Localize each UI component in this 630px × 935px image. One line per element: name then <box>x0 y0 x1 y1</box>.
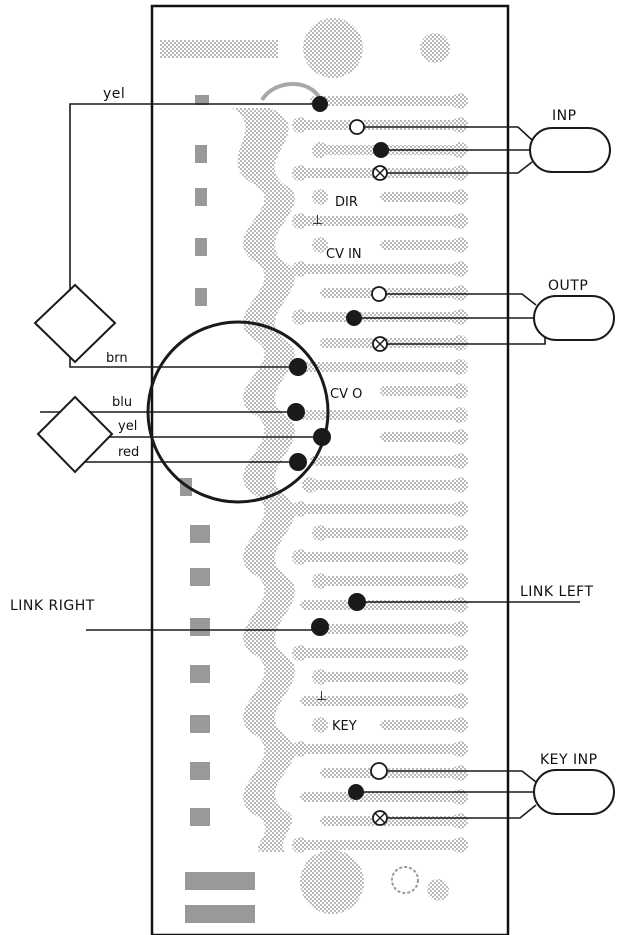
pad-outp-3 <box>372 336 388 352</box>
label-link-right: LINK RIGHT <box>10 598 95 614</box>
pad-outp-1 <box>371 286 387 302</box>
label-brn: brn <box>106 351 128 366</box>
pad-blu <box>287 403 305 421</box>
label-blu: blu <box>112 395 132 410</box>
pad-inp-3 <box>372 165 388 181</box>
label-inp: INP <box>552 108 577 124</box>
label-key-inp: KEY INP <box>540 752 598 768</box>
label-outp: OUTP <box>548 278 588 294</box>
pot-diamond-top <box>33 283 117 364</box>
pad-key-inp-1 <box>370 762 388 780</box>
pad-brn <box>289 358 307 376</box>
ground-symbol-dir: ⊥ <box>312 213 323 228</box>
wire-key-inp-3 <box>380 804 537 819</box>
pot-diamond-bottom <box>36 395 114 474</box>
pad-red <box>289 453 307 471</box>
label-yel-top: yel <box>103 86 125 102</box>
label-cv-o: CV O <box>330 387 362 402</box>
mounting-hole-top-small <box>420 33 450 63</box>
highlight-circle <box>146 320 330 504</box>
pad-yel-top <box>312 96 328 112</box>
mounting-hole-bottom-open <box>391 866 419 894</box>
connector-outp <box>533 295 615 341</box>
hatched-traces <box>360 126 460 793</box>
pad-rows <box>292 93 468 853</box>
mounting-hole-bottom-large <box>300 850 364 914</box>
label-dir: DIR <box>335 195 358 210</box>
mounting-hole-top-large <box>303 18 363 78</box>
mounting-hole-bottom-small <box>427 879 449 901</box>
label-cv-in: CV IN <box>326 247 362 262</box>
label-red: red <box>118 445 139 460</box>
pad-inp-2 <box>373 142 389 158</box>
label-key: KEY <box>332 719 357 734</box>
connector-inp <box>529 127 611 173</box>
wire-key-inp-1 <box>379 770 537 783</box>
pad-outp-2 <box>346 310 362 326</box>
pad-inp-1 <box>349 119 365 135</box>
label-yel: yel <box>118 419 137 434</box>
label-link-left: LINK LEFT <box>520 584 594 600</box>
circuit-board <box>150 4 510 935</box>
wire-outp-1 <box>379 293 537 306</box>
wire-inp-3 <box>380 161 533 174</box>
wire-yel-top <box>69 103 320 290</box>
board-title-marking <box>160 40 278 58</box>
copper-band <box>232 108 296 852</box>
connector-key-inp <box>533 769 615 815</box>
pad-link-left <box>348 593 366 611</box>
ground-symbol-key: ⊥ <box>316 689 327 704</box>
pad-key-inp-3 <box>372 810 388 826</box>
pad-link-right <box>311 618 329 636</box>
pad-key-inp-2 <box>348 784 364 800</box>
